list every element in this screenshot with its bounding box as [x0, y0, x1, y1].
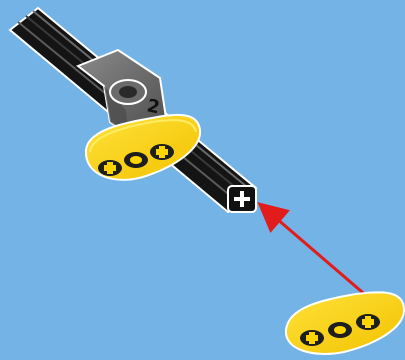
liftarm-loose [286, 292, 404, 354]
axle-end-cross [228, 186, 256, 212]
